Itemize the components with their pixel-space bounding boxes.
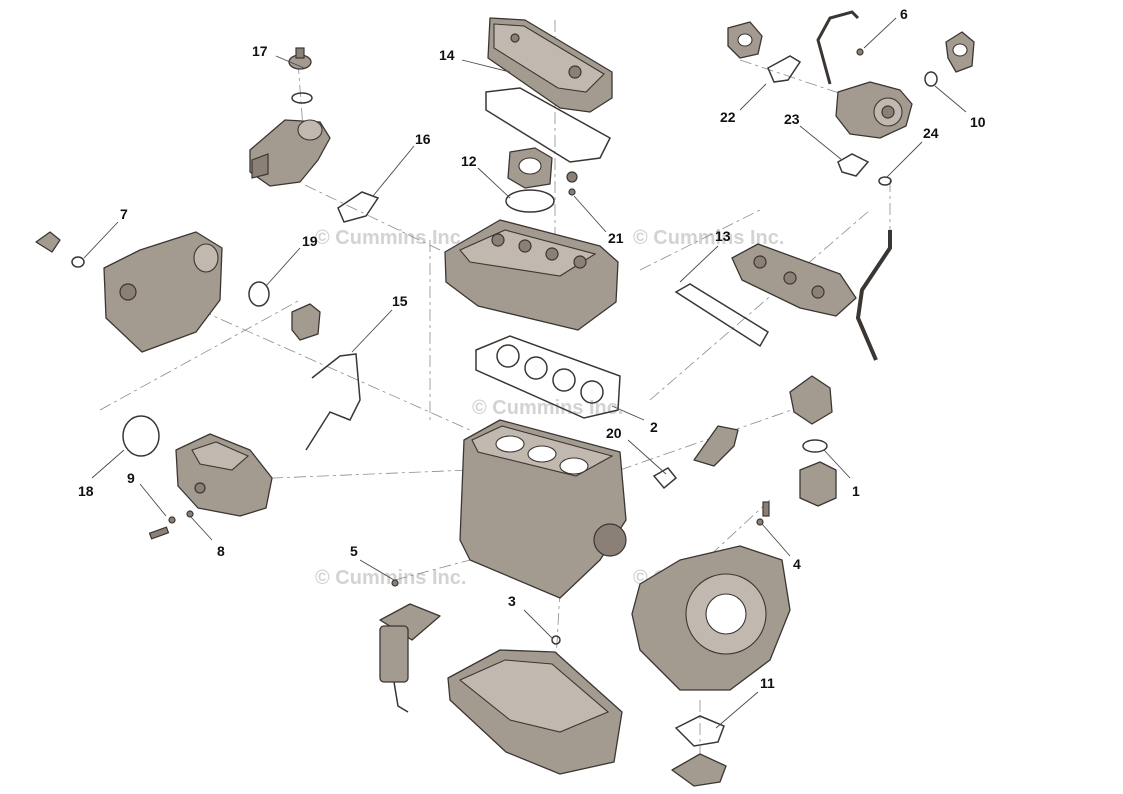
- callout-19: 19: [302, 233, 318, 249]
- cylinder-block: [459, 419, 627, 599]
- gear-housing-gasket: [305, 353, 361, 451]
- banjo-bolt: [856, 48, 864, 56]
- flywheel-housing: [631, 545, 791, 691]
- fuel-injection-pump: [175, 433, 273, 517]
- water-pump-gasket: [337, 191, 380, 223]
- callout-labels: 1 2 3 4 5 6 7 8 9 10 11 12 13 14 15 16 1…: [78, 6, 986, 691]
- callout-16: 16: [415, 131, 431, 147]
- water-outlet-gasket: [652, 467, 678, 490]
- callout-5: 5: [350, 543, 358, 559]
- rear-cover-plate: [671, 753, 727, 787]
- callout-23: 23: [784, 111, 800, 127]
- fuel-pump-o-ring: [122, 415, 160, 457]
- front-seal-o-ring: [248, 281, 270, 307]
- callout-11: 11: [760, 675, 775, 691]
- callout-4: 4: [793, 556, 801, 572]
- intake-connection: [507, 147, 553, 189]
- callout-12: 12: [461, 153, 477, 169]
- turbo-outlet-elbow: [945, 31, 975, 73]
- oil-filter-o-ring: [802, 439, 828, 453]
- front-gear-cover: [103, 231, 223, 353]
- exhaust-manifold: [731, 243, 857, 317]
- callout-24: 24: [923, 125, 939, 141]
- oil-pan: [447, 649, 623, 775]
- leader-lines: [83, 17, 967, 729]
- oil-fill-cap: [35, 231, 61, 253]
- water-outlet-connection: [693, 425, 739, 467]
- turbo-o-ring: [924, 71, 938, 87]
- oil-cooler: [799, 461, 837, 507]
- oil-filter-head: [789, 375, 833, 425]
- callout-10: 10: [970, 114, 986, 130]
- thermostat: [288, 47, 313, 104]
- callout-8: 8: [217, 543, 225, 559]
- turbo-oil-drain-tube: [855, 230, 892, 361]
- exhaust-manifold-gasket: [674, 283, 770, 348]
- cylinder-head: [444, 219, 619, 331]
- fuel-filter-fitting: [391, 579, 399, 587]
- callout-2: 2: [650, 419, 658, 435]
- callout-14: 14: [439, 47, 455, 63]
- intake-gasket: [505, 189, 555, 213]
- callout-21: 21: [608, 230, 624, 246]
- callout-9: 9: [127, 470, 135, 486]
- callout-22: 22: [720, 109, 736, 125]
- valve-cover-gasket: [485, 87, 611, 163]
- callout-18: 18: [78, 483, 94, 499]
- head-gasket: [475, 335, 621, 419]
- callout-13: 13: [715, 228, 731, 244]
- turbo-inlet-elbow: [727, 21, 763, 59]
- turbo-inlet-gasket: [767, 55, 802, 83]
- watermark: © Cummins Inc.: [472, 397, 623, 419]
- callout-1: 1: [852, 483, 860, 499]
- fitting: [566, 171, 578, 183]
- watermark: © Cummins Inc.: [633, 227, 784, 249]
- oil-supply-tube: [816, 10, 860, 85]
- fuel-pump-bolts: [148, 510, 194, 540]
- callout-15: 15: [392, 293, 408, 309]
- front-cover-seal: [291, 303, 321, 341]
- callout-6: 6: [900, 6, 908, 22]
- callout-20: 20: [606, 425, 622, 441]
- rear-cover-gasket: [674, 715, 725, 747]
- callout-7: 7: [120, 206, 128, 222]
- turbocharger: [835, 81, 913, 139]
- drain-plug-washer: [551, 635, 561, 645]
- water-pump: [249, 119, 331, 187]
- watermark: © Cummins Inc.: [315, 227, 466, 249]
- fuel-filter: [379, 603, 441, 713]
- turbo-drain-gasket: [878, 176, 892, 186]
- callout-3: 3: [508, 593, 516, 609]
- valve-cover: [487, 17, 613, 113]
- fitting-washer: [568, 188, 576, 196]
- fill-cap-seal: [71, 256, 85, 268]
- callout-17: 17: [252, 43, 268, 59]
- turbo-mounting-gasket: [837, 153, 870, 177]
- flywheel-housing-dowel: [756, 501, 770, 526]
